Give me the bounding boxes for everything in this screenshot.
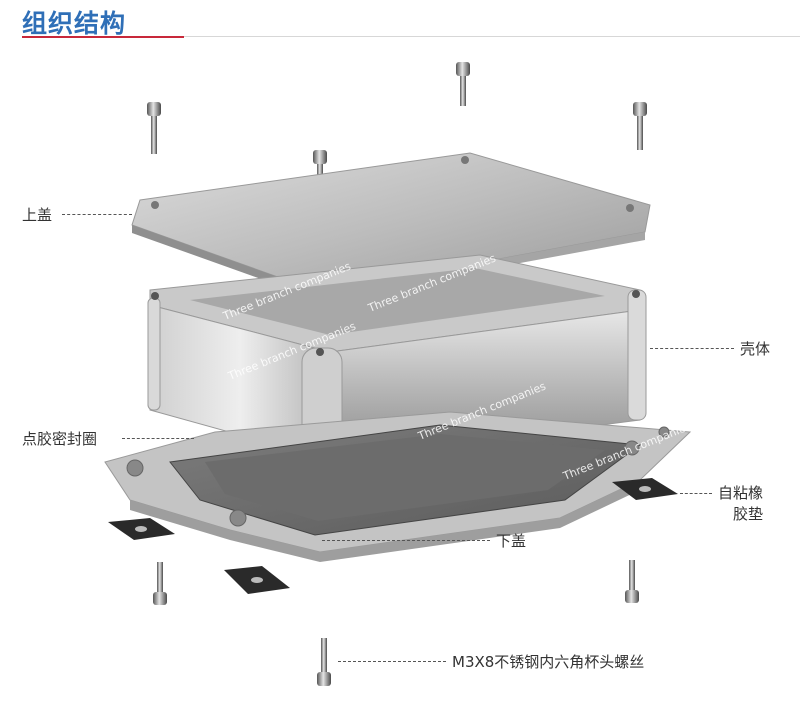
leader-screw <box>338 661 446 662</box>
label-shell: 壳体 <box>740 340 771 358</box>
screw-bottom-3 <box>317 638 331 686</box>
label-self-adhesive-pad-line1: 自粘橡 <box>718 484 764 502</box>
label-bottom-cover: 下盖 <box>496 532 527 550</box>
rubber-pad-2 <box>224 566 290 594</box>
rubber-pad-1 <box>108 518 175 540</box>
leader-self-adhesive-pad <box>680 493 712 494</box>
leader-gasket <box>122 438 194 439</box>
screw-bottom-2 <box>625 560 639 603</box>
screw-top-1 <box>456 62 470 106</box>
screw-top-3 <box>633 102 647 150</box>
label-gasket: 点胶密封圈 <box>22 430 98 448</box>
leader-top-cover <box>62 214 132 215</box>
leader-shell <box>650 348 734 349</box>
rubber-pad-3 <box>612 478 678 500</box>
screw-bottom-1 <box>153 562 167 605</box>
page-title: 组织结构 <box>22 9 127 38</box>
bottom-cover <box>104 411 692 562</box>
title-underline-accent <box>22 36 184 38</box>
title-underline <box>184 36 800 37</box>
label-self-adhesive-pad-line2: 胶垫 <box>733 505 764 523</box>
leader-bottom-cover <box>322 540 490 541</box>
screw-top-2 <box>147 102 161 154</box>
label-screw: M3X8不锈钢内六角杯头螺丝 <box>452 653 645 671</box>
label-top-cover: 上盖 <box>22 206 53 224</box>
